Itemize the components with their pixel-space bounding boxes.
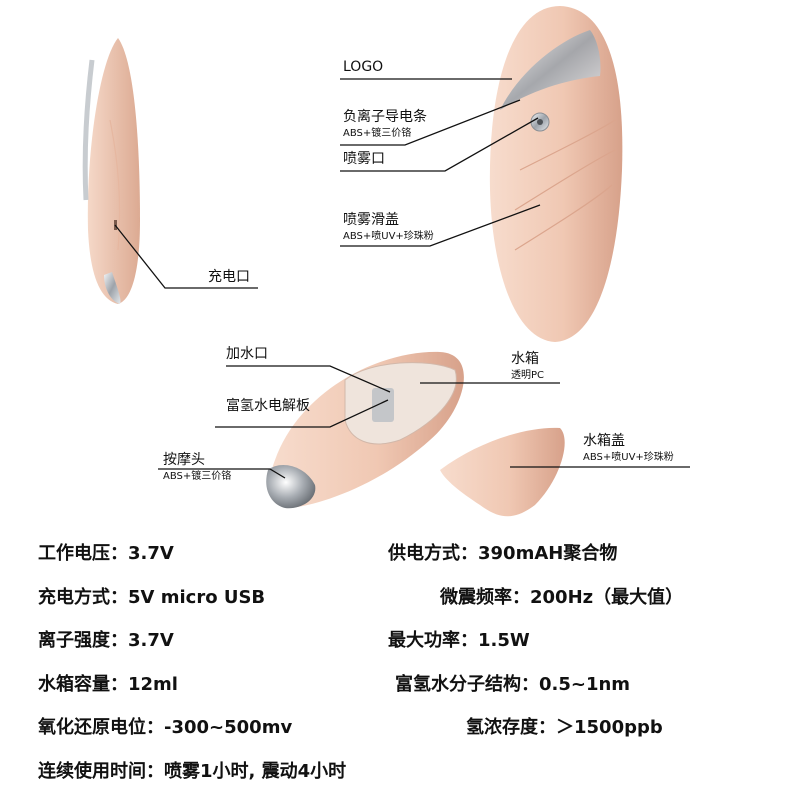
spec-max-power: 最大功率：1.5W (388, 630, 530, 651)
spec-hydrogen-concentration: 氢浓存度：＞1500ppb (466, 717, 663, 738)
label-logo: LOGO (343, 59, 384, 75)
label-ion-strip: 负离子导电条 (343, 109, 427, 125)
label-spray-cover: 喷雾滑盖 (343, 212, 399, 228)
spec-power-supply: 供电方式：390mAH聚合物 (388, 543, 618, 564)
spec-molecular-structure: 富氢水分子结构：0.5~1nm (395, 674, 631, 695)
label-spray-cover-material: ABS+喷UV+珍珠粉 (343, 231, 434, 242)
label-tank-cover: 水箱盖 (583, 433, 625, 449)
spec-vibration-frequency: 微震频率：200Hz（最大值） (440, 587, 684, 608)
spec-working-voltage: 工作电压：3.7V (38, 543, 174, 564)
spec-ion-intensity: 离子强度：3.7V (38, 630, 174, 651)
label-fill-port: 加水口 (226, 346, 268, 362)
label-spray-port: 喷雾口 (343, 151, 385, 167)
spec-redox-potential: 氧化还原电位：-300~500mv (38, 717, 293, 738)
leader-lines (114, 78, 690, 479)
label-charge-port: 充电口 (208, 269, 250, 285)
label-tank-cover-material: ABS+喷UV+珍珠粉 (583, 452, 674, 463)
label-hydrogen-board: 富氢水电解板 (226, 398, 310, 414)
spec-charging-method: 充电方式：5V micro USB (38, 587, 266, 608)
label-massage-head-material: ABS+镀三价铬 (163, 471, 232, 482)
front-view-device (489, 6, 623, 342)
disassembled-body (266, 351, 464, 509)
label-ion-strip-material: ABS+镀三价铬 (343, 128, 412, 139)
label-tank-material: 透明PC (511, 370, 545, 381)
label-massage-head: 按摩头 (163, 452, 205, 468)
spec-continuous-use-time: 连续使用时间：喷雾1小时, 震动4小时 (38, 761, 347, 782)
tank-cover (440, 427, 565, 517)
side-view-device (82, 38, 140, 304)
label-tank: 水箱 (511, 351, 539, 367)
spec-tank-capacity: 水箱容量：12ml (38, 674, 178, 695)
